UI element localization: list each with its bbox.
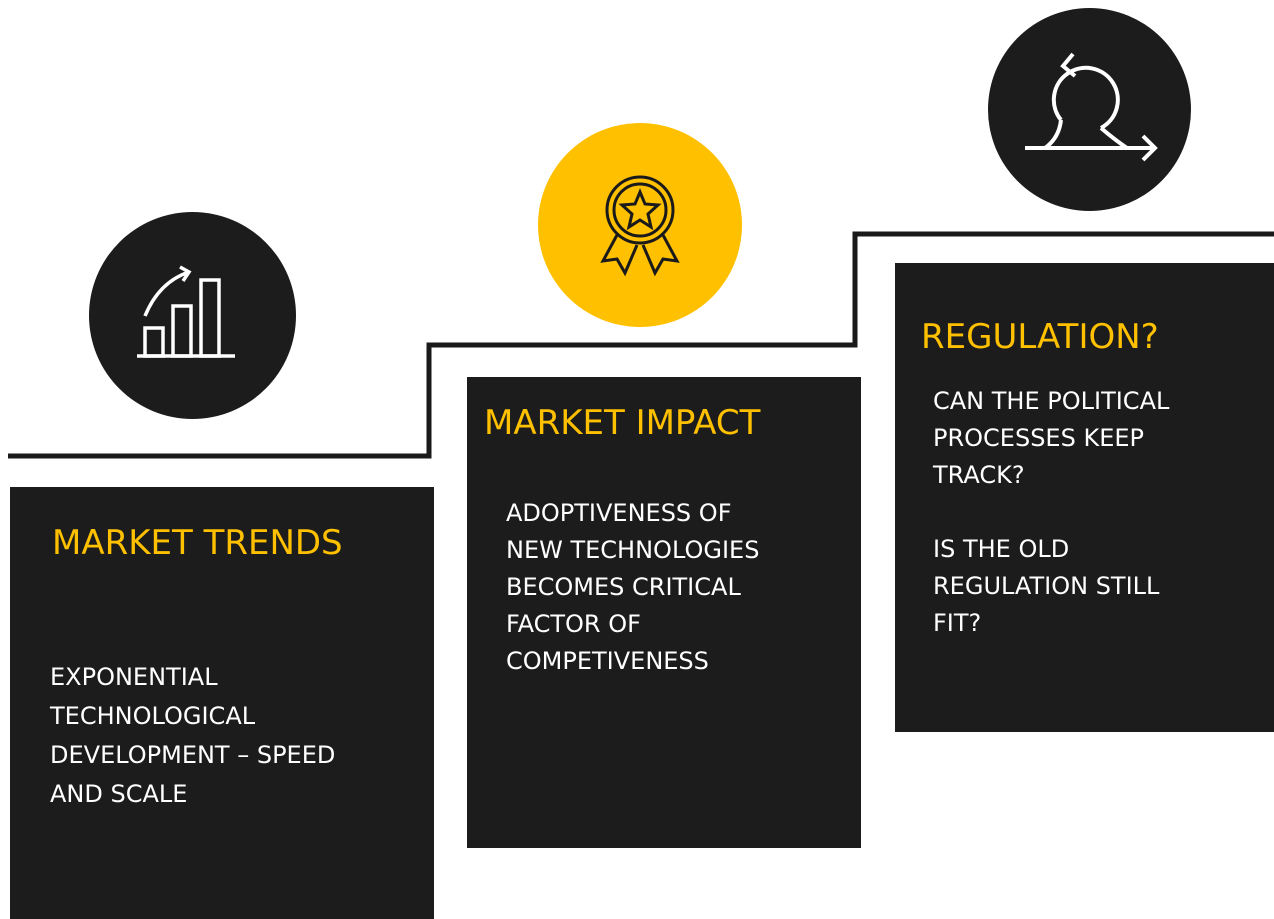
step-2-title: MARKET IMPACT [484,403,761,443]
step-1-icon-circle [89,212,296,419]
growth-chart-icon [136,264,235,358]
step-3-body: CAN THE POLITICAL PROCESSES KEEP TRACK? … [933,387,1170,637]
step-2-card: MARKET IMPACT ADOPTIVENESS OF NEW TECHNO… [467,377,861,848]
cycle-arrow-icon [1024,52,1158,161]
step-2-body: ADOPTIVENESS OF NEW TECHNOLOGIES BECOMES… [506,499,760,675]
step-1-title: MARKET TRENDS [52,523,343,563]
step-3-icon-circle [988,8,1191,211]
step-3-title: REGULATION? [921,317,1159,357]
step-3-card: REGULATION? CAN THE POLITICAL PROCESSES … [895,263,1274,732]
step-1-body: EXPONENTIAL TECHNOLOGICAL DEVELOPMENT – … [50,663,336,808]
step-2-icon-circle [538,123,742,327]
step-1-card: MARKET TRENDS EXPONENTIAL TECHNOLOGICAL … [10,487,434,919]
award-ribbon-icon [600,175,680,277]
